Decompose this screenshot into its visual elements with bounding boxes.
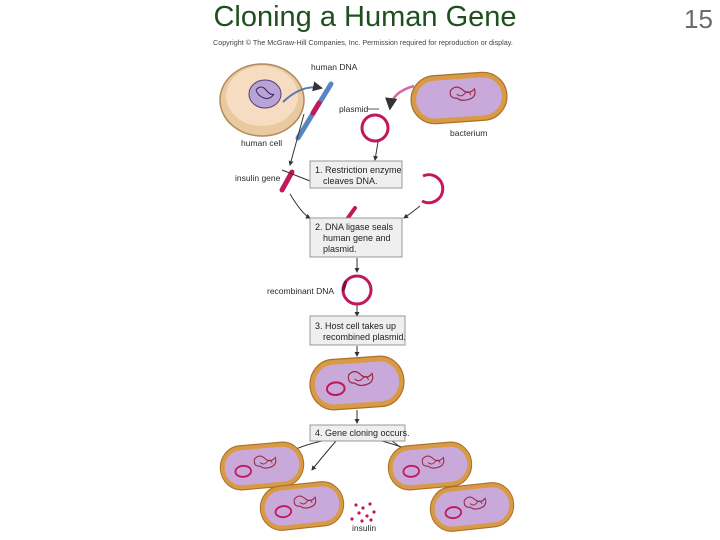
cloned-bacterium-1	[218, 440, 305, 491]
label-insulin: insulin	[352, 523, 376, 533]
label-insulin-gene: insulin gene	[235, 173, 281, 183]
recombinant-dna-icon	[341, 274, 373, 306]
human-cell	[219, 63, 305, 137]
plasmid-icon	[360, 113, 390, 143]
insulin-gene-fragment	[279, 169, 295, 193]
bacterium-arrow	[385, 84, 415, 111]
step-4-text: 4. Gene cloning occurs.	[315, 428, 410, 438]
bacterium	[408, 70, 510, 126]
slide-number: 15	[684, 4, 713, 34]
step-1-text: 1. Restriction enzyme cleaves DNA.	[315, 165, 404, 186]
step-box-1: 1. Restriction enzyme cleaves DNA.	[309, 160, 404, 189]
step-2-text: 2. DNA ligase seals human gene and plasm…	[315, 222, 396, 254]
step-box-4: 4. Gene cloning occurs.	[309, 424, 410, 442]
label-human-dna: human DNA	[311, 62, 358, 72]
cut-plasmid-icon	[421, 173, 445, 205]
label-human-cell: human cell	[241, 138, 282, 148]
insulin-molecules	[350, 502, 376, 523]
label-bacterium: bacterium	[450, 128, 487, 138]
slide-title: Cloning a Human Gene	[213, 1, 517, 33]
copyright-notice: Copyright © The McGraw-Hill Companies, I…	[213, 38, 513, 47]
label-recombinant-dna: recombinant DNA	[267, 286, 334, 296]
step-3-text: 3. Host cell takes up recombined plasmid…	[315, 321, 406, 342]
label-plasmid: plasmid	[339, 104, 369, 114]
host-bacterium	[308, 355, 405, 412]
cloned-bacterium-4	[428, 481, 516, 534]
step-box-2: 2. DNA ligase seals human gene and plasm…	[309, 217, 403, 258]
human-dna	[282, 81, 334, 141]
cloned-bacterium-3	[386, 440, 473, 491]
step-box-3: 3. Host cell takes up recombined plasmid…	[309, 315, 406, 346]
